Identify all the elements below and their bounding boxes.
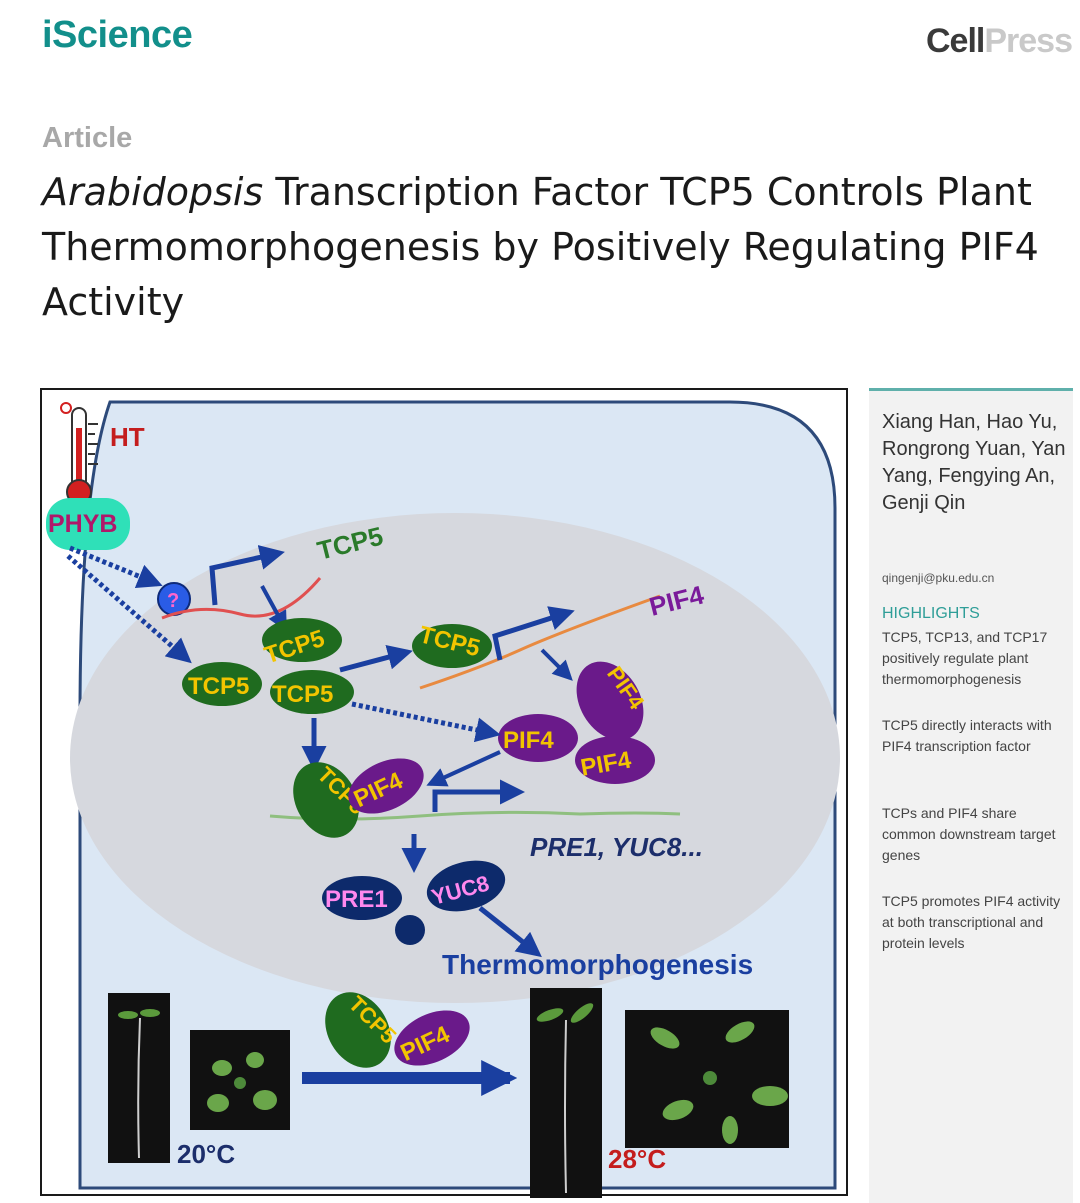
- phyb-label: PHYB: [48, 510, 117, 538]
- authors: Xiang Han, Hao Yu, Rongrong Yuan, Yan Ya…: [882, 409, 1067, 517]
- title-italic: Arabidopsis: [42, 170, 263, 214]
- journal-logo: iScience: [42, 14, 192, 57]
- corresponding-email[interactable]: qingenji@pku.edu.cn: [882, 571, 994, 585]
- pre1-label: PRE1: [325, 886, 388, 913]
- unknown-label: ?: [167, 590, 179, 612]
- outcome-label: Thermomorphogenesis: [442, 949, 753, 980]
- seedling-20c: [108, 993, 170, 1163]
- graphical-abstract: HT PHYB ? TCP5 TCP5 TCP5 TCP5 TCP5 PIF4 …: [40, 388, 860, 1198]
- seedling-28c: [530, 988, 602, 1198]
- publisher-logo-cell: Cell: [926, 22, 984, 60]
- publisher-logo: CellPress: [926, 22, 1072, 61]
- target-genes-label: PRE1, YUC8...: [530, 832, 703, 862]
- article-title: Arabidopsis Transcription Factor TCP5 Co…: [42, 165, 1052, 330]
- highlight-item: TCP5, TCP13, and TCP17 positively regula…: [882, 627, 1062, 690]
- publisher-logo-press: Press: [984, 22, 1072, 60]
- pif4-protein-2-label: PIF4: [503, 727, 554, 754]
- tcp5-protein-3-label: TCP5: [272, 681, 333, 708]
- temp-high-label: 28°C: [608, 1144, 666, 1174]
- ht-label: HT: [110, 422, 145, 452]
- tcp5-protein-1-label: TCP5: [188, 673, 249, 700]
- auxin-molecule: [395, 915, 425, 945]
- article-sidebar: Xiang Han, Hao Yu, Rongrong Yuan, Yan Ya…: [869, 388, 1073, 1203]
- highlight-item: TCPs and PIF4 share common downstream ta…: [882, 803, 1062, 866]
- temp-low-label: 20°C: [177, 1139, 235, 1169]
- article-type: Article: [42, 122, 132, 155]
- highlight-item: TCP5 directly interacts with PIF4 transc…: [882, 715, 1062, 757]
- highlights-title: HIGHLIGHTS: [882, 605, 980, 623]
- rosette-20c: [190, 1030, 290, 1130]
- highlight-item: TCP5 promotes PIF4 activity at both tran…: [882, 891, 1062, 954]
- rosette-28c: [625, 1010, 789, 1148]
